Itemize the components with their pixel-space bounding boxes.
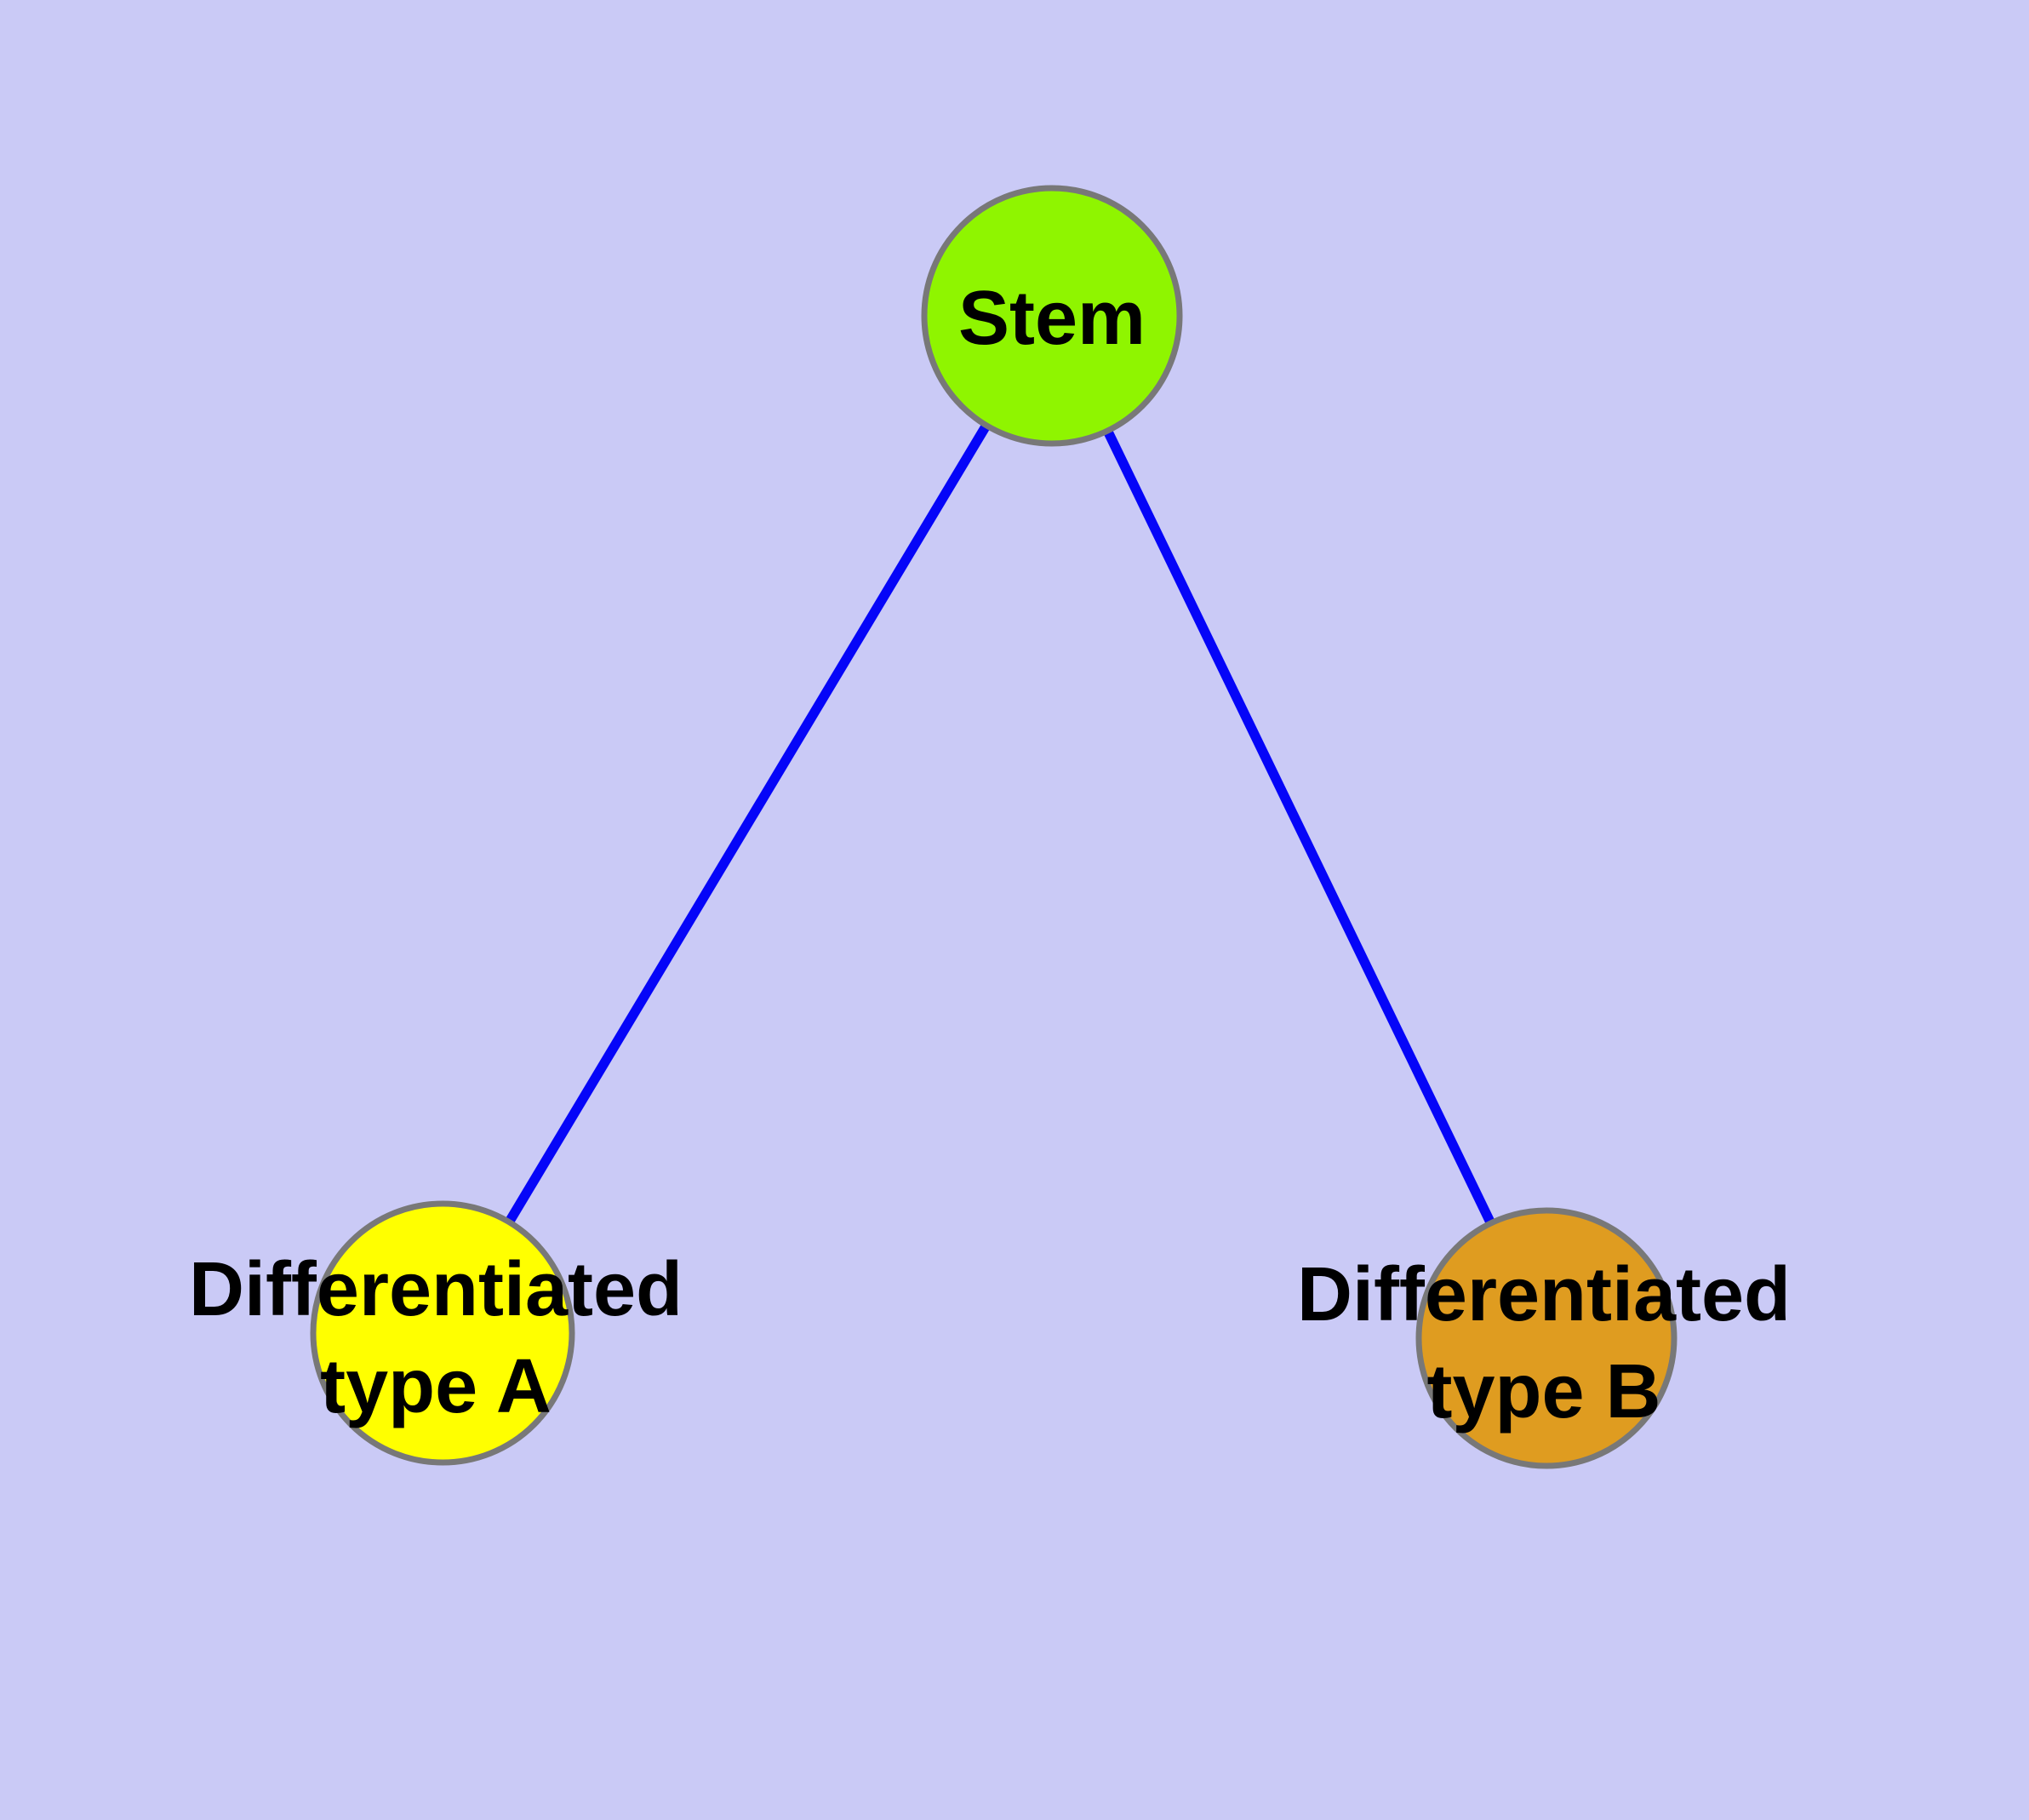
node-differentiated-type-a (310, 1200, 575, 1466)
node-stem (921, 185, 1183, 447)
node-type-b-label-line1: Differentiated (1297, 1252, 1791, 1337)
node-type-a-label-line1: Differentiated (189, 1247, 683, 1332)
node-stem-label: Stem (958, 276, 1146, 361)
edge-stem-to-type-a (438, 313, 1056, 1336)
node-type-b-label-line2: type B (1426, 1349, 1660, 1434)
node-differentiated-type-b (1415, 1207, 1677, 1469)
edge-stem-to-type-b (1047, 313, 1552, 1341)
node-type-a-label-line2: type A (320, 1344, 552, 1429)
